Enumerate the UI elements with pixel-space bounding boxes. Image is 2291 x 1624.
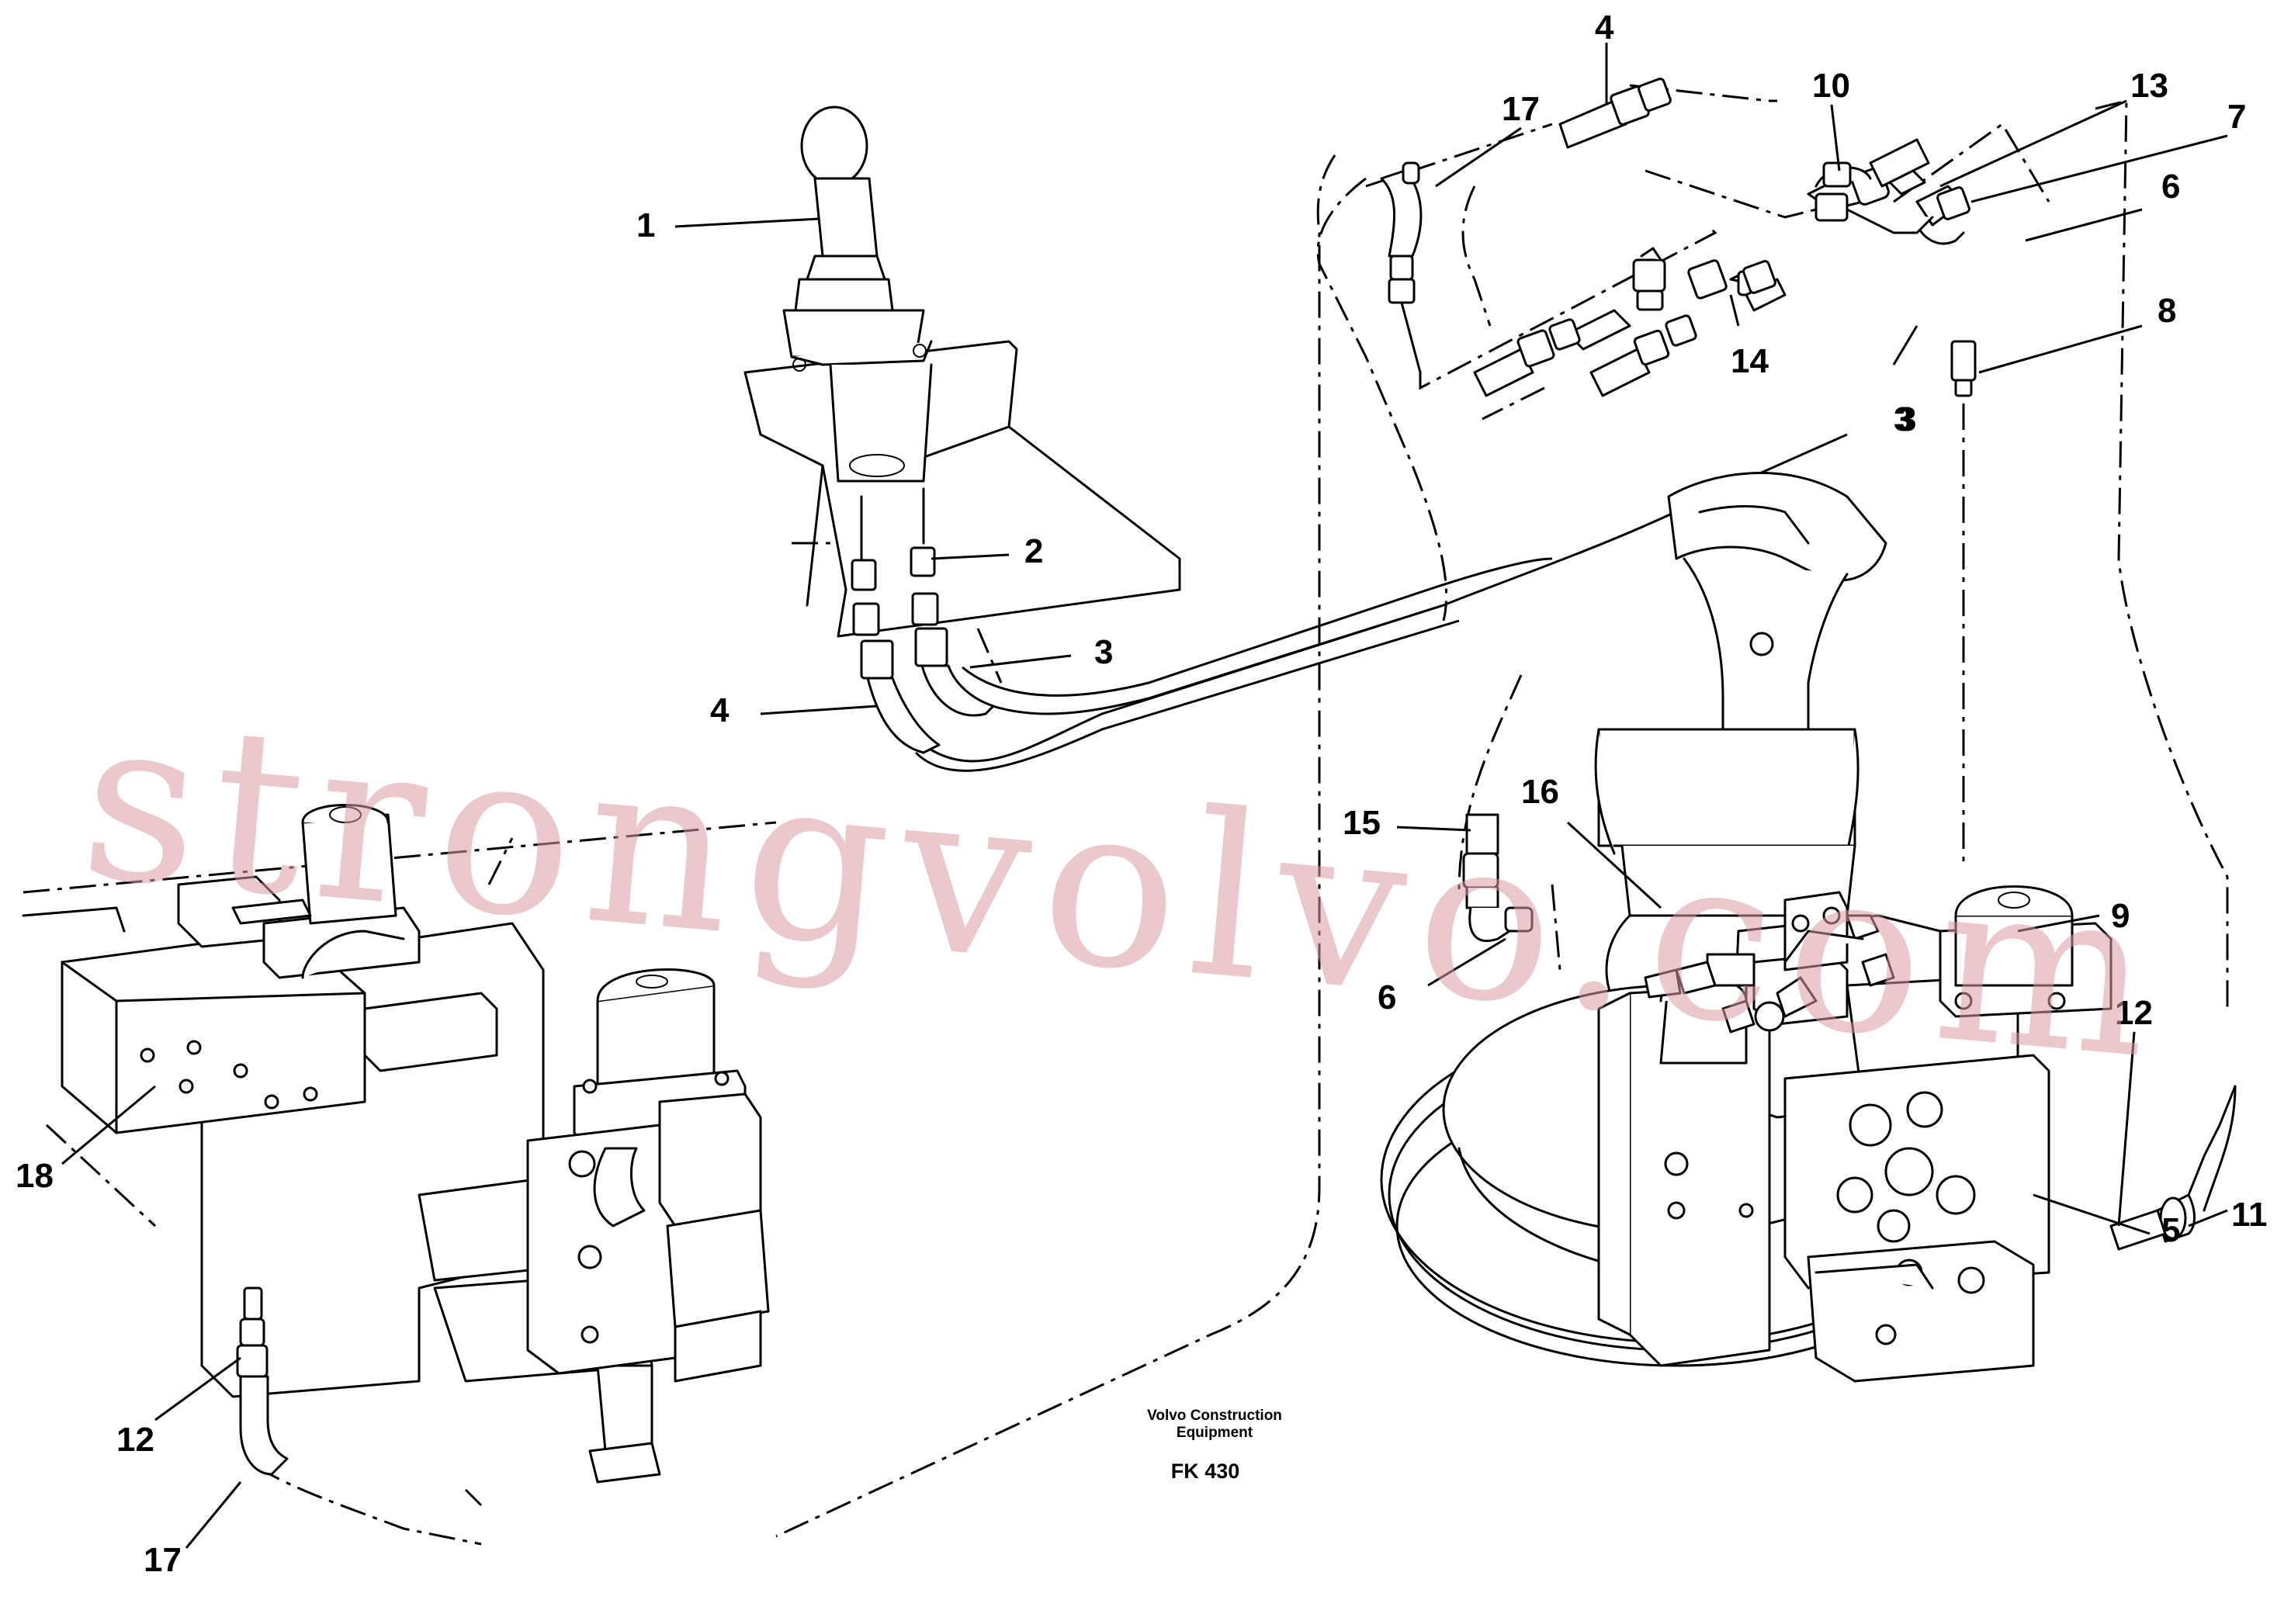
part-label: 4 xyxy=(710,691,730,729)
part-label: 8 xyxy=(2158,292,2176,330)
leader-lines xyxy=(61,43,2228,1549)
part-label: 3 xyxy=(1898,400,1916,438)
part-numbers: 1 2 3 4 3 4 17 10 13 7 6 8 3 14 15 16 6 … xyxy=(16,9,2268,1579)
part-label: 12 xyxy=(116,1421,154,1459)
caption-line-2: Equipment xyxy=(1177,1425,1253,1441)
part-label: 11 xyxy=(2231,1196,2268,1234)
part-label: 9 xyxy=(2111,897,2130,935)
centre-valve-solenoid xyxy=(526,968,770,1383)
part-label: 5 xyxy=(2161,1211,2180,1249)
right-valve-block xyxy=(1597,885,2113,1383)
hose-17-lower xyxy=(236,1286,289,1476)
part-label: 12 xyxy=(2115,994,2153,1032)
part-label: 6 xyxy=(1378,978,1396,1016)
caption-line-1: Volvo Construction xyxy=(1147,1408,1282,1424)
part-label: 13 xyxy=(2130,67,2168,105)
part-label: 4 xyxy=(1595,9,1614,47)
part-label: 3 xyxy=(1894,400,1912,438)
left-valve-assembly xyxy=(22,804,661,1484)
part-label: 18 xyxy=(16,1157,54,1195)
top-fittings xyxy=(1473,78,1977,397)
hose-17-upper xyxy=(1380,161,1423,374)
part-label: 14 xyxy=(1731,342,1769,380)
fitting-15 xyxy=(1462,813,1534,943)
drawing-caption: Volvo Construction Equipment FK 430 xyxy=(1147,1408,1282,1483)
part-label: 1 xyxy=(636,206,655,244)
part-label: 2 xyxy=(1024,532,1043,570)
part-label: 6 xyxy=(2161,168,2180,206)
part-label: 16 xyxy=(1521,773,1559,811)
part-label: 7 xyxy=(2227,98,2246,136)
part-label: 17 xyxy=(1502,90,1540,128)
joystick-control-lever xyxy=(743,106,1181,754)
part-label: 3 xyxy=(1094,633,1113,671)
caption-code: FK 430 xyxy=(1171,1460,1240,1483)
part-label: 15 xyxy=(1343,804,1381,842)
part-label: 10 xyxy=(1812,67,1850,105)
part-label: 17 xyxy=(144,1541,182,1579)
